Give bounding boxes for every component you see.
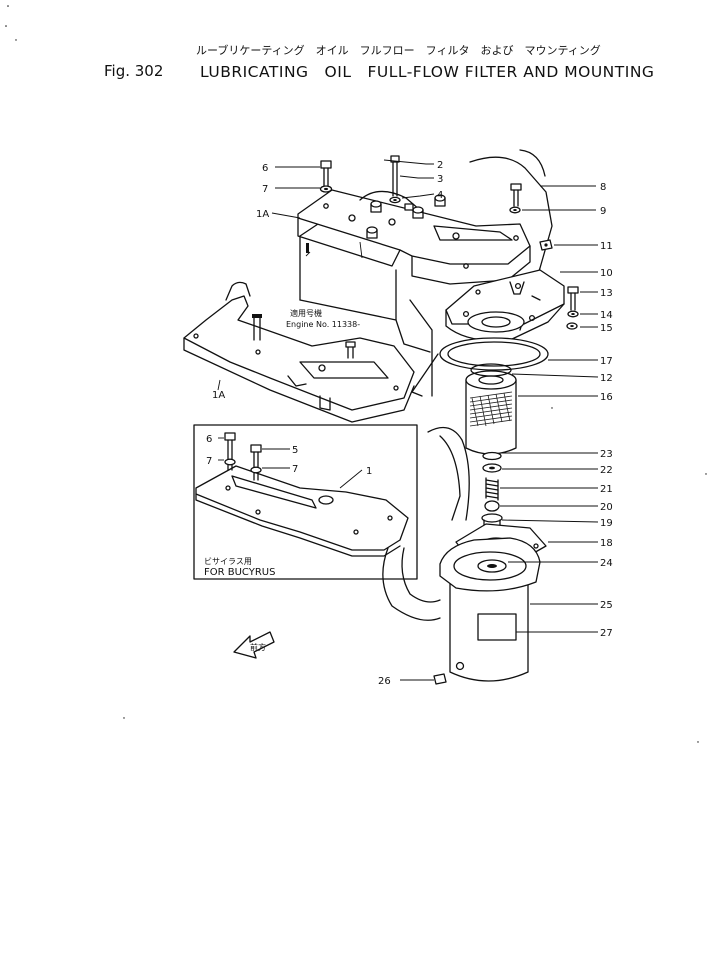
callout-4: 4: [437, 190, 443, 201]
callout-6: 6: [206, 434, 212, 445]
bolt-8: [510, 183, 522, 207]
filter-head-10: [445, 269, 565, 342]
callout-3: 3: [437, 174, 443, 185]
leader-lines: [217, 159, 599, 681]
callout-16: 16: [600, 392, 613, 403]
title-english: LUBRICATING OIL FULL-FLOW FILTER AND MOU…: [200, 63, 654, 81]
stud-2: [390, 155, 400, 197]
front-direction-arrow-icon: 前方: [233, 631, 275, 659]
callout-21: 21: [600, 484, 613, 495]
adapter-plate-1a-top: [297, 189, 531, 285]
bolt-13: [567, 286, 579, 311]
callout-14: 14: [600, 310, 613, 321]
callout-25: 25: [600, 600, 613, 611]
callout-2: 2: [437, 160, 443, 171]
callout-24: 24: [600, 558, 613, 569]
engine-note-jp: 適用号機: [290, 308, 322, 318]
engine-note-number: Engine No. 11338-: [286, 320, 360, 329]
front-direction-label: 前方: [250, 642, 266, 652]
callout-12: 12: [600, 373, 613, 384]
figure-number: Fig. 302: [104, 62, 163, 80]
spring-21: [485, 477, 499, 501]
callout-1: 1: [366, 466, 372, 477]
engine-block-outline: [299, 149, 553, 621]
callout-17: 17: [600, 356, 613, 367]
callout-1a: 1A: [212, 390, 225, 401]
callout-23: 23: [600, 449, 613, 460]
callout-10: 10: [600, 268, 613, 279]
callout-6: 6: [262, 163, 268, 174]
callout-8: 8: [600, 182, 606, 193]
washer-3: [389, 196, 401, 204]
inset-washer-7-right: [250, 466, 262, 474]
callout-7: 7: [262, 184, 268, 195]
callout-1a: 1A: [256, 209, 269, 220]
callout-11: 11: [600, 241, 613, 252]
ring-12: [470, 363, 512, 377]
inset-washer-7-left: [224, 458, 236, 466]
inset-bolt-5: [250, 444, 262, 481]
callout-15: 15: [600, 323, 613, 334]
washer-14: [567, 310, 579, 318]
bucyrus-note-en: FOR BUCYRUS: [204, 567, 275, 578]
filter-element-16: [465, 370, 517, 455]
callout-9: 9: [600, 206, 606, 217]
callout-22: 22: [600, 465, 613, 476]
callout-26: 26: [378, 676, 391, 687]
oring-23: [482, 451, 502, 461]
callout-27: 27: [600, 628, 613, 639]
nut-4: [404, 203, 414, 211]
callout-18: 18: [600, 538, 613, 549]
valve-20: [484, 500, 500, 512]
scan-specks: [5, 5, 707, 743]
callout-20: 20: [600, 502, 613, 513]
callout-13: 13: [600, 288, 613, 299]
plug-11: [539, 239, 553, 251]
drain-plug-26: [433, 673, 447, 685]
bowl-25: [439, 537, 541, 682]
washer-22: [482, 463, 502, 473]
washer-15: [566, 322, 578, 330]
washer-7-top: [319, 185, 333, 193]
callout-5: 5: [292, 445, 298, 456]
adapter-plate-1a-left: [183, 281, 415, 423]
callout-7: 7: [206, 456, 212, 467]
bucyrus-note-jp: ビサイラス用: [204, 557, 252, 566]
callout-7: 7: [292, 464, 298, 475]
washer-9: [509, 206, 521, 214]
title-japanese: ルーブリケーティング オイル フルフロー フィルタ および マウンティング: [196, 43, 601, 57]
gasket-17: [439, 337, 549, 371]
inset-bucyrus: [193, 424, 418, 580]
callout-19: 19: [600, 518, 613, 529]
